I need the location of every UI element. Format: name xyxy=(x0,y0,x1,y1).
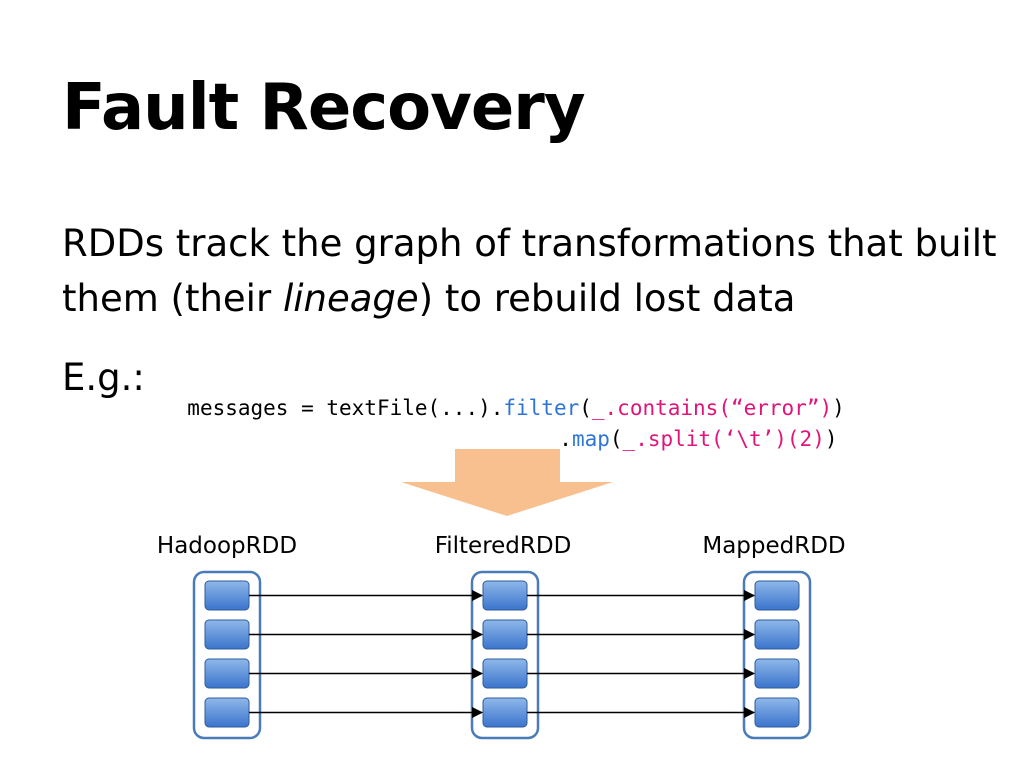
code-line-2: .map(_.split(‘\t’)(2)) xyxy=(534,397,838,453)
code-token: . xyxy=(559,427,572,451)
body-text-part-2: ) to rebuild lost data xyxy=(418,277,796,320)
code-token: ( xyxy=(609,427,623,451)
partition-filteredrdd-2 xyxy=(482,619,528,650)
partition-mappedrdd-2 xyxy=(754,619,800,650)
partition-hadooprdd-3 xyxy=(204,658,250,689)
partition-mappedrdd-3 xyxy=(754,658,800,689)
code-line-1: messages = textFile(...).filter(_.contai… xyxy=(162,366,845,422)
code-token: map xyxy=(571,427,610,451)
partition-hadooprdd-4 xyxy=(204,697,250,728)
partition-mappedrdd-4 xyxy=(754,697,800,728)
partition-filteredrdd-1 xyxy=(482,580,528,611)
body-text-part-1: RDDs track the graph of transformations … xyxy=(62,222,997,320)
down-arrow-icon xyxy=(401,449,613,516)
partition-hadooprdd-1 xyxy=(204,580,250,611)
code-token: ) xyxy=(824,427,838,451)
partition-filteredrdd-3 xyxy=(482,658,528,689)
code-token: ) xyxy=(832,396,845,420)
rdd-container-mappedrdd xyxy=(742,570,812,740)
code-token: _.contains(“error”) xyxy=(591,396,833,420)
slide-title: Fault Recovery xyxy=(62,71,586,145)
rdd-container-hadooprdd xyxy=(192,570,262,740)
partition-mappedrdd-1 xyxy=(754,580,800,611)
partition-filteredrdd-4 xyxy=(482,697,528,728)
rdd-container-filteredrdd xyxy=(470,570,540,740)
partition-hadooprdd-2 xyxy=(204,619,250,650)
code-token: ( xyxy=(579,396,592,420)
rdd-label-hadooprdd: HadoopRDD xyxy=(156,533,298,559)
body-text-lineage: lineage xyxy=(282,277,419,320)
rdd-label-filteredrdd: FilteredRDD xyxy=(434,533,572,559)
code-token: _.split(‘\t’)(2) xyxy=(622,427,825,451)
example-label: E.g.: xyxy=(62,356,145,399)
code-token: messages = textFile(...). xyxy=(187,396,504,420)
code-token: filter xyxy=(503,396,580,420)
rdd-label-mappedrdd: MappedRDD xyxy=(702,533,846,559)
slide-body-text: RDDs track the graph of transformations … xyxy=(62,216,1002,326)
